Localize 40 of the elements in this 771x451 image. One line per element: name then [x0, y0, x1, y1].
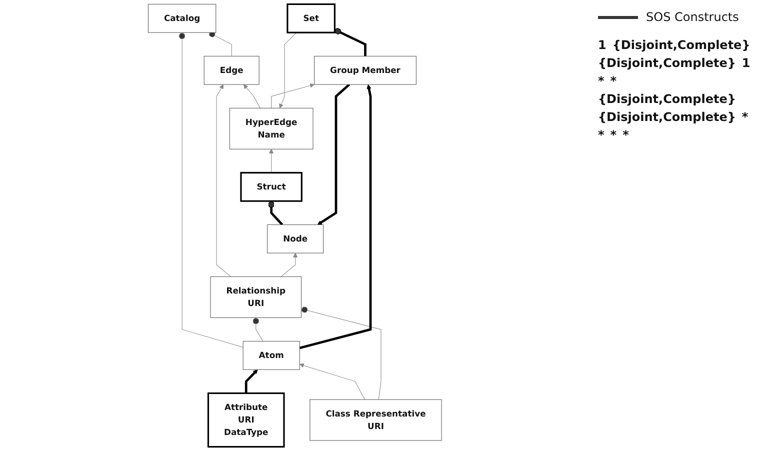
note-label: *	[598, 128, 604, 142]
note-label: *	[622, 128, 629, 142]
node-box: Edge	[204, 56, 260, 85]
note-label: *	[742, 110, 748, 124]
note-label: {Disjoint,Complete}	[598, 110, 736, 124]
connector	[268, 201, 284, 226]
note-label: *	[610, 74, 617, 88]
note-label: 1	[598, 38, 606, 52]
node-box: Struct	[240, 172, 303, 202]
node-box: Attribute URI DataType	[208, 392, 285, 448]
arrow	[279, 32, 297, 108]
note-label: {Disjoint,Complete}	[598, 92, 736, 106]
arrow	[299, 84, 372, 350]
note-label: {Disjoint,Complete}	[598, 56, 736, 70]
arrow	[271, 83, 315, 108]
connector	[301, 306, 382, 400]
note-label: 1	[742, 56, 750, 70]
arrow	[280, 252, 298, 277]
node-box: Catalog	[148, 4, 216, 33]
node-box: Class Representative URI	[310, 399, 442, 441]
node-box: Relationship URI	[210, 276, 302, 318]
arrow	[245, 369, 258, 394]
legend-text: SOS Constructs	[646, 10, 739, 24]
node-box: Atom	[242, 341, 300, 370]
arrow	[317, 84, 350, 225]
node-box: HyperEdge Name	[230, 108, 314, 150]
connector	[179, 32, 244, 348]
arrow	[216, 84, 232, 277]
connector	[252, 317, 264, 342]
node-box: Group Member	[314, 56, 417, 85]
connector	[334, 28, 367, 56]
note-label: *	[610, 128, 617, 142]
arrow	[269, 148, 274, 173]
note-label: {Disjoint,Complete}	[612, 38, 750, 52]
node-box: Node	[267, 224, 324, 254]
note-label: *	[598, 74, 604, 88]
arrow	[300, 363, 366, 400]
connector	[208, 30, 232, 56]
arrow	[244, 84, 261, 108]
node-box: Set	[286, 3, 336, 34]
